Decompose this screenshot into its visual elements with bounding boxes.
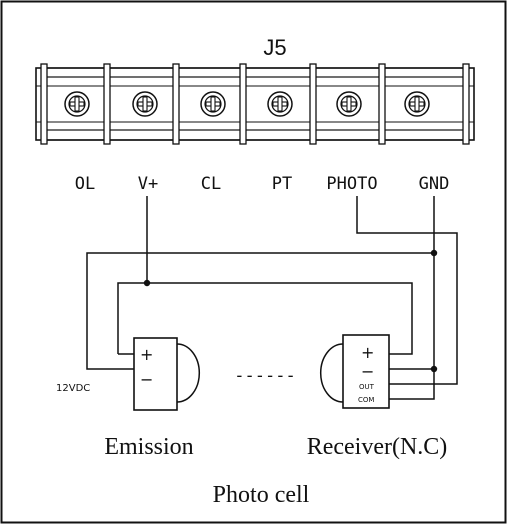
receiver-minus-sign: − [361, 362, 374, 381]
terminal-label-pt: PT [272, 174, 292, 194]
terminal-screw [200, 91, 226, 117]
beam-dashes: ------ [234, 366, 295, 386]
terminal-label-ol: OL [75, 174, 95, 194]
receiver-device: + − OUT COM [320, 334, 390, 409]
terminal-separator [462, 63, 470, 145]
terminal-label-cl: CL [201, 174, 221, 194]
terminal-screw [64, 91, 90, 117]
terminal-separator [172, 63, 180, 145]
diagram-caption: Photo cell [213, 482, 310, 508]
terminal-label-gnd: GND [419, 174, 450, 194]
emitter-device: + − [118, 337, 200, 411]
terminal-separator [378, 63, 386, 145]
terminal-block-title: J5 [263, 35, 286, 60]
terminal-label-vplus: V+ [138, 174, 158, 194]
terminal-separator [103, 63, 111, 145]
terminal-separator [239, 63, 247, 145]
receiver-plus-sign: + [361, 343, 374, 362]
terminal-label-photo: PHOTO [326, 174, 377, 194]
terminal-separator [40, 63, 48, 145]
wiring [86, 196, 458, 400]
terminal-screw [267, 91, 293, 117]
terminal-screw [132, 91, 158, 117]
terminal-separator [309, 63, 317, 145]
receiver-out-label: OUT [359, 383, 375, 391]
junction-dot [430, 365, 438, 373]
receiver-label: Receiver(N.C) [307, 434, 448, 460]
emitter-voltage-label: 12VDC [56, 383, 90, 394]
junction-dot [430, 249, 438, 257]
receiver-com-label: COM [358, 396, 374, 404]
emitter-label: Emission [104, 434, 193, 460]
emitter-plus-sign: + [140, 345, 153, 364]
terminal-block [35, 63, 475, 145]
emitter-minus-sign: − [140, 370, 153, 389]
terminal-screw [404, 91, 430, 117]
junction-dot [143, 279, 151, 287]
terminal-screw [336, 91, 362, 117]
